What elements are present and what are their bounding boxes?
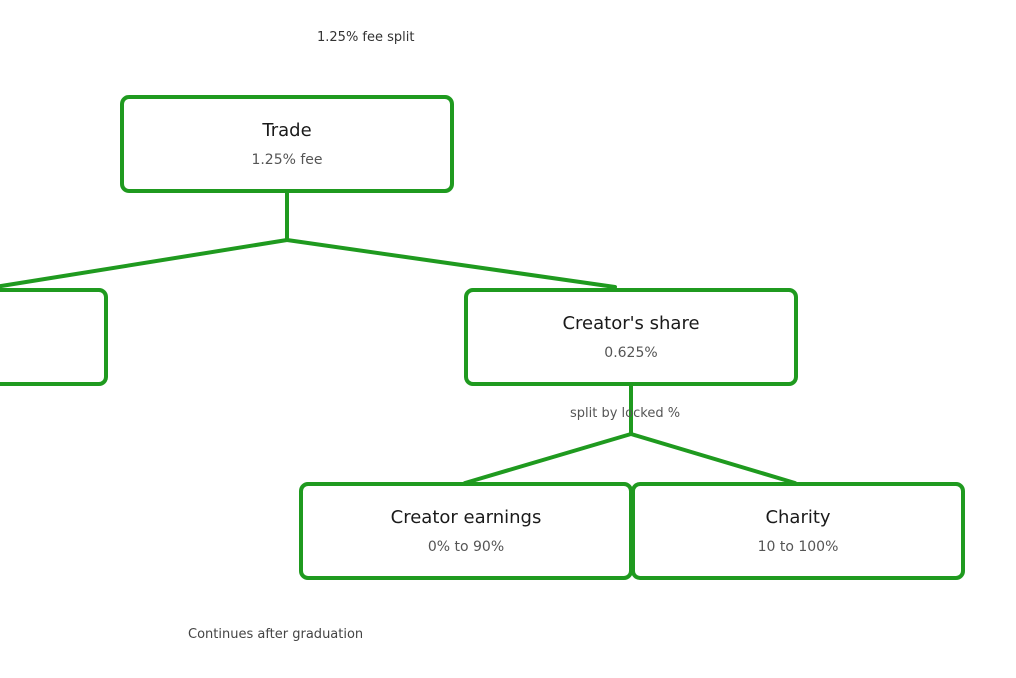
trade-node-title: Trade xyxy=(262,119,312,141)
creator-earnings-node-subtitle: 0% to 90% xyxy=(427,538,505,555)
charity-node: Charity 10 to 100% xyxy=(631,482,965,580)
trade-node-subtitle: 1.25% fee xyxy=(251,151,323,168)
creator-earnings-node: Creator earnings 0% to 90% xyxy=(299,482,633,580)
creators-share-node-subtitle: 0.625% xyxy=(604,344,658,361)
trade-node: Trade 1.25% fee xyxy=(120,95,454,193)
share-to-charity-line xyxy=(629,432,797,485)
creator-earnings-node-title: Creator earnings xyxy=(390,506,542,528)
creators-share-node: Creator's share 0.625% xyxy=(464,288,798,386)
trade-to-creators-share-line xyxy=(285,238,617,289)
creators-share-node-title: Creator's share xyxy=(562,312,700,334)
charity-node-title: Charity xyxy=(765,506,831,528)
split-edge-label: split by locked % xyxy=(570,406,681,421)
share-to-earnings-line xyxy=(463,432,633,485)
diagram-title: 1.25% fee split xyxy=(317,30,415,45)
left-partial-node xyxy=(0,288,108,386)
footer-note: Continues after graduation xyxy=(188,627,364,642)
charity-node-subtitle: 10 to 100% xyxy=(757,538,839,555)
trade-to-left-line xyxy=(0,238,289,289)
